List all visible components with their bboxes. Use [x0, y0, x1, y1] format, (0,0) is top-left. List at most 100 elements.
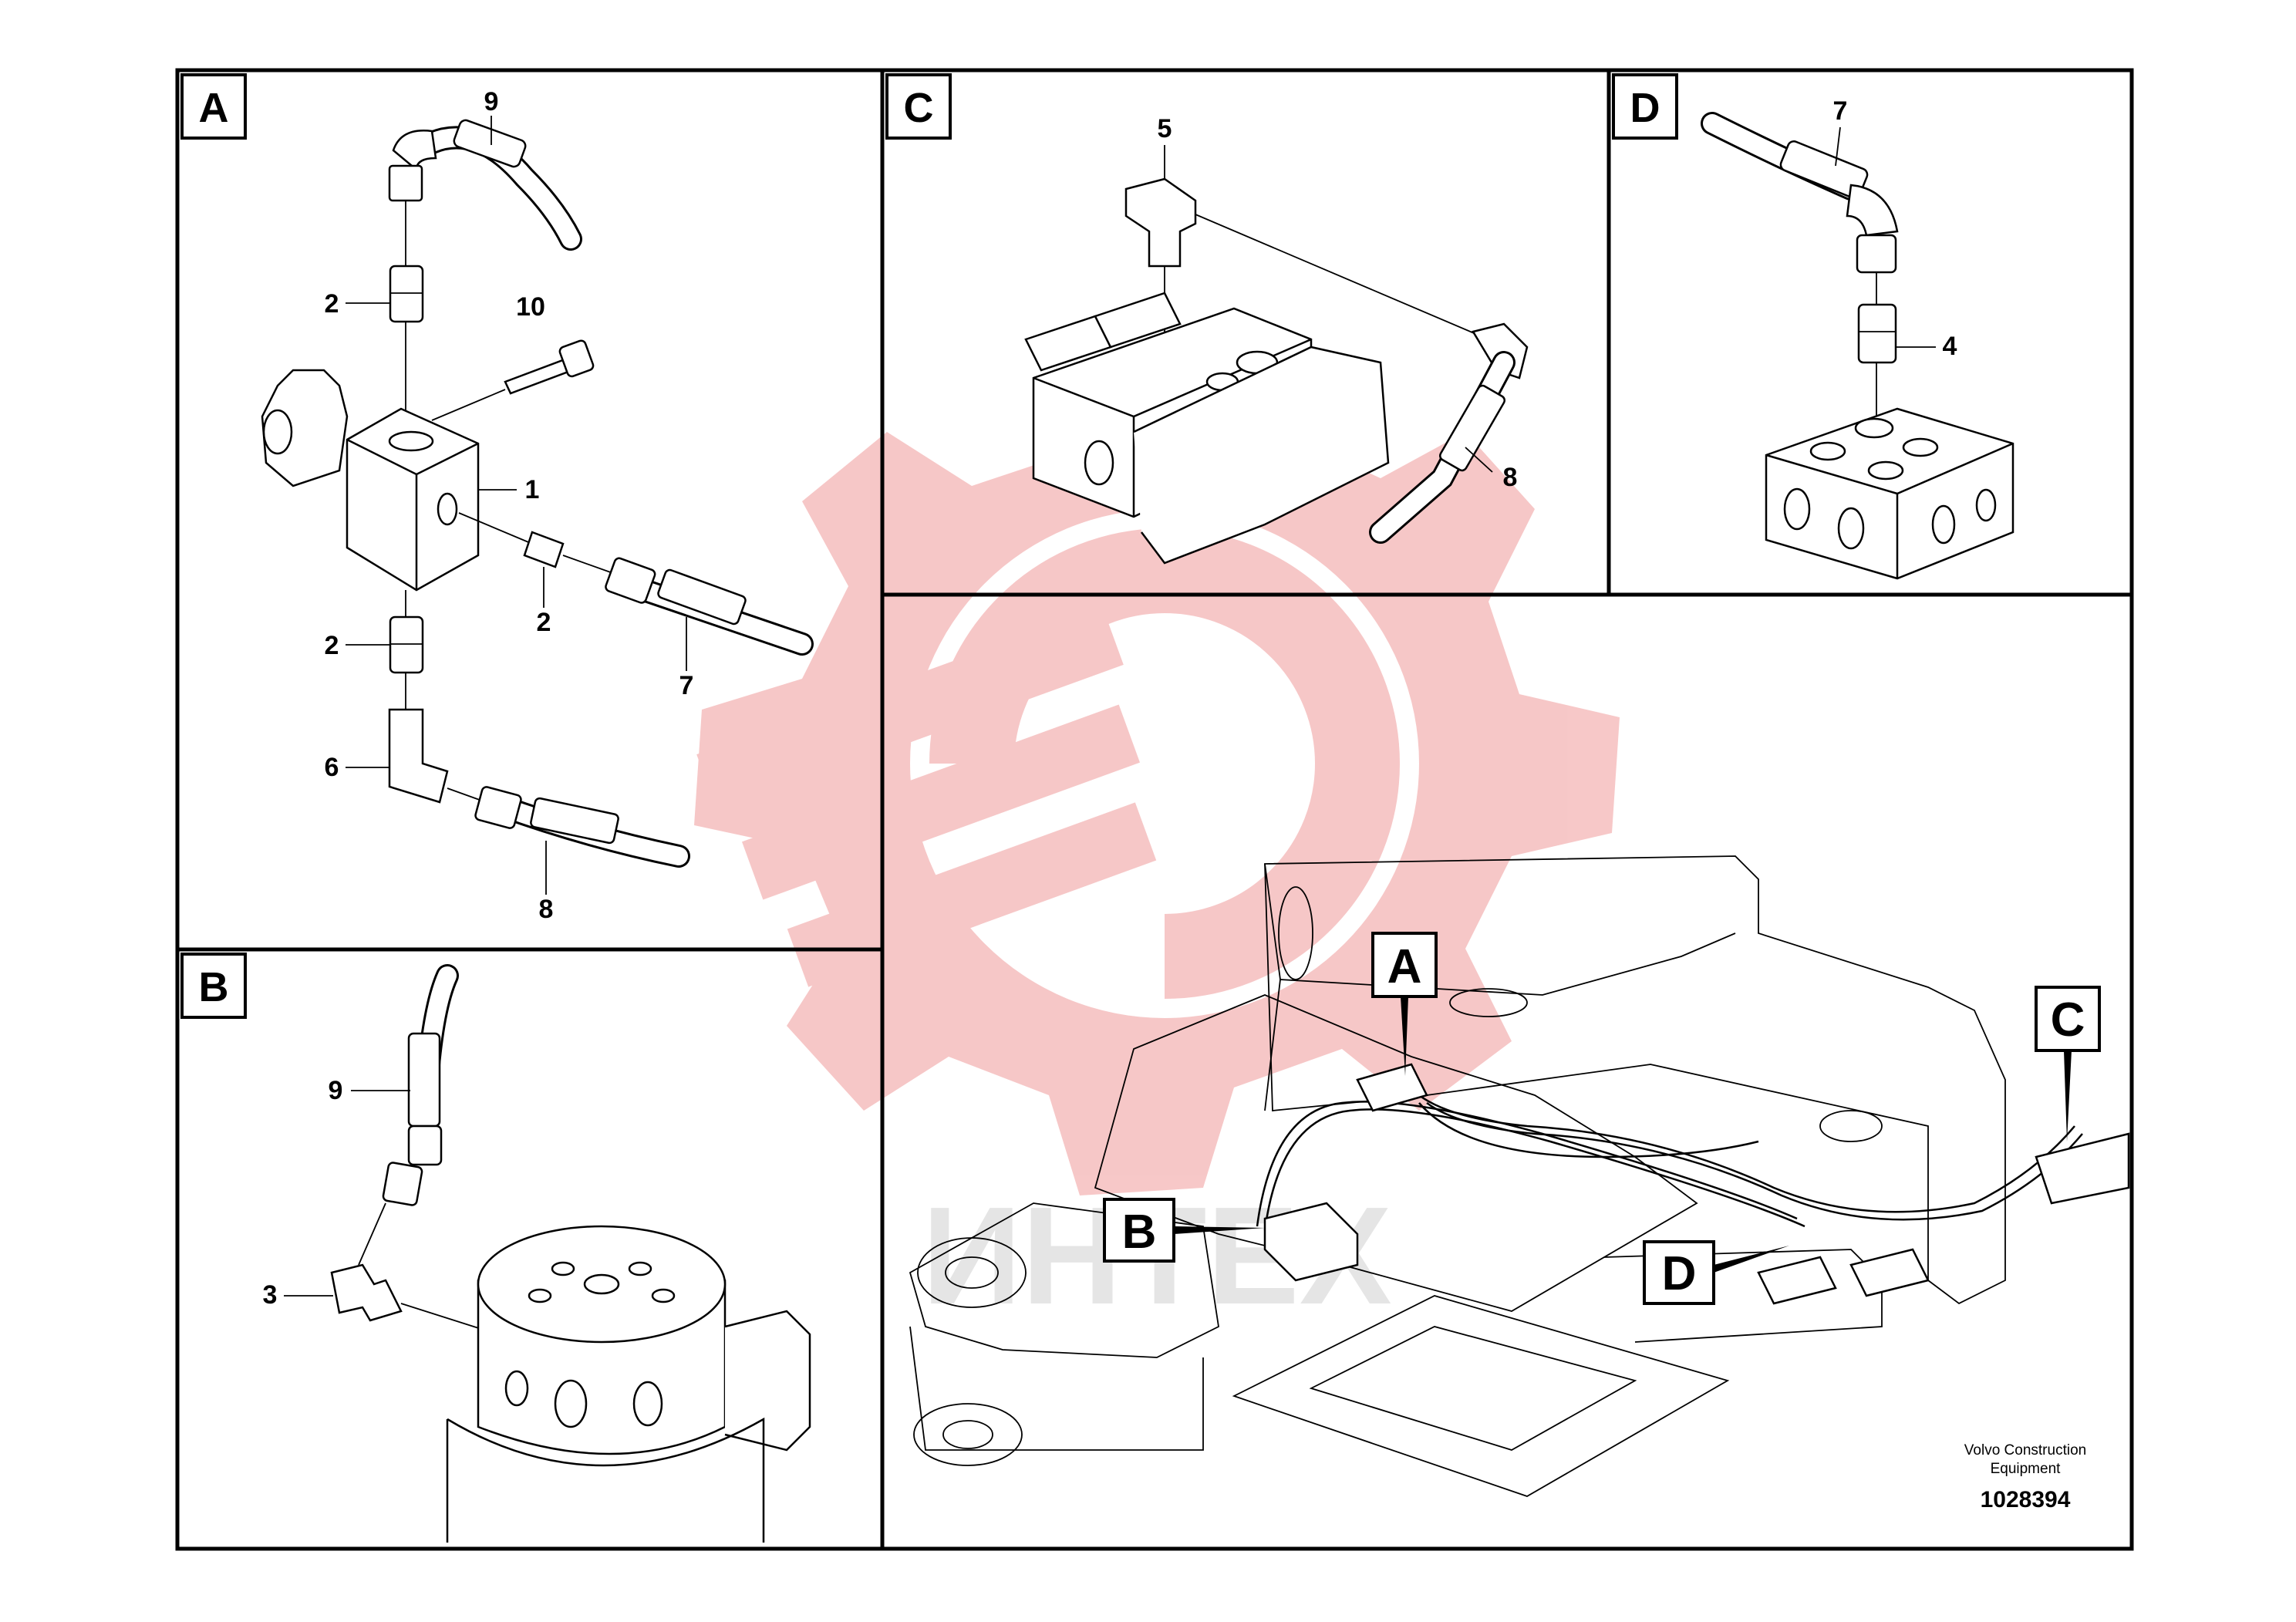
tee-fitting-5 — [1124, 177, 1197, 268]
port-block-d-hole — [1902, 437, 1939, 457]
swivel-base — [446, 1417, 765, 1543]
swivel-side-port — [632, 1381, 663, 1427]
overview-hose — [1256, 1101, 1798, 1227]
manifold-port — [1084, 440, 1114, 486]
part-label-4: 4 — [1943, 332, 1957, 361]
callout-a-pointer — [1401, 996, 1408, 1076]
panel-b-letter-box — [180, 953, 247, 1019]
adapter-2-bottom — [389, 615, 424, 674]
overview-hose — [1418, 1094, 2075, 1213]
port-block-d-hole — [1809, 441, 1846, 461]
hose-8-sleeve — [530, 797, 619, 845]
chassis-top — [1264, 863, 1736, 1111]
overview-block — [1849, 1248, 1930, 1297]
watermark-ring — [929, 528, 1400, 999]
valve-block-1 — [346, 407, 480, 592]
panel-c-letter: C — [904, 85, 934, 131]
chassis-plate — [1094, 994, 1698, 1312]
part-label-1: 1 — [525, 475, 540, 504]
callout-b-box — [1103, 1198, 1175, 1263]
elbow-fitting — [392, 130, 437, 172]
panel-a: A 9 2 10 1 2 — [175, 68, 885, 952]
panel-d-letter: D — [1630, 85, 1660, 131]
nut-fitting-d — [1856, 234, 1897, 274]
panel-d: D 7 4 — [1607, 68, 2134, 597]
hose-9-b-nut — [407, 1125, 443, 1166]
nut-fitting — [388, 164, 423, 202]
callout-c-pointer — [2064, 1050, 2072, 1141]
watermark-stripe — [696, 606, 1124, 813]
overview-panel: A B C D Volvo Construction Equipment 102… — [880, 592, 2134, 1551]
maker-line-1: Volvo Construction — [1964, 1442, 2086, 1458]
leader-8-c — [1465, 447, 1493, 473]
panel-a-letter-box — [180, 73, 247, 140]
callout-d-letter: D — [1662, 1247, 1697, 1300]
port-block-d-hole — [1854, 417, 1894, 439]
valve-port-side — [437, 492, 458, 526]
swivel-bracket — [724, 1310, 811, 1452]
part-label-5: 5 — [1158, 114, 1172, 143]
overview-hose — [1426, 1101, 2083, 1221]
leader — [458, 512, 533, 545]
callout-d-pointer — [1714, 1246, 1789, 1273]
leader — [1195, 214, 1489, 340]
callout-b-letter: B — [1122, 1206, 1157, 1259]
leader — [562, 555, 618, 575]
valve-port-top — [388, 430, 434, 452]
part-label-8-c: 8 — [1503, 463, 1518, 492]
part-label-2-top: 2 — [325, 289, 339, 319]
document-number: 1028394 — [1981, 1487, 2071, 1512]
watermark-stripe — [787, 802, 1157, 987]
pivot-hole — [945, 1256, 999, 1289]
chassis-arm — [909, 1202, 1219, 1358]
overview-manifold — [2035, 1132, 2130, 1205]
slot — [1449, 988, 1528, 1017]
swivel-port — [528, 1288, 552, 1303]
hose-9-b-sleeve — [407, 1032, 441, 1128]
hose-9-b-nut-2 — [382, 1162, 423, 1206]
leader — [400, 1303, 487, 1331]
port-block-d-hole — [1867, 460, 1904, 481]
part-label-6: 6 — [325, 753, 339, 782]
port-block-d-edge — [1765, 442, 2014, 578]
swivel-port — [551, 1261, 575, 1276]
adapter-2-top — [389, 265, 424, 323]
valve-block-1-edge — [346, 438, 479, 590]
overview-hose — [1263, 1108, 1805, 1231]
part-label-3: 3 — [263, 1280, 278, 1310]
part-label-8: 8 — [539, 895, 554, 924]
panel-c: C 5 8 — [880, 68, 1611, 597]
watermark-hub — [910, 509, 1419, 1018]
panel-b-letter: B — [199, 964, 229, 1010]
leader-7-d — [1835, 126, 1841, 167]
part-label-2-side: 2 — [537, 608, 551, 637]
hose-7-nut — [605, 557, 656, 604]
overview-block — [1757, 1256, 1837, 1305]
adapter-4 — [1857, 303, 1897, 364]
elbow-3 — [330, 1263, 403, 1322]
watermark-logo — [694, 339, 1620, 1195]
port-block-d-hole — [1975, 488, 1997, 522]
hose-7-d-sleeve — [1779, 140, 1869, 199]
callout-b-pointer — [1174, 1226, 1265, 1234]
overview-valve — [1356, 1063, 1428, 1112]
callout-a-box — [1371, 932, 1438, 998]
hose-8-nut — [474, 786, 522, 829]
pivot-boss — [913, 1403, 1023, 1466]
part-label-9: 9 — [484, 87, 499, 116]
port-block-d-hole — [1783, 487, 1811, 531]
callout-d-box — [1643, 1240, 1715, 1305]
elbow-6 — [388, 708, 449, 804]
port-block-d-hole — [1837, 507, 1865, 550]
part-label-7-d: 7 — [1833, 96, 1848, 126]
swivel-port — [583, 1273, 620, 1295]
overview-swivel — [1263, 1202, 1359, 1282]
bolt-10-head — [558, 339, 595, 378]
slot — [1819, 1110, 1883, 1142]
floor-plate-opening — [1309, 1326, 1637, 1451]
callout-c-letter: C — [2051, 993, 2085, 1047]
panel-d-letter-box — [1612, 73, 1678, 140]
panel-a-letter: A — [199, 85, 229, 131]
swivel-port — [628, 1261, 652, 1276]
